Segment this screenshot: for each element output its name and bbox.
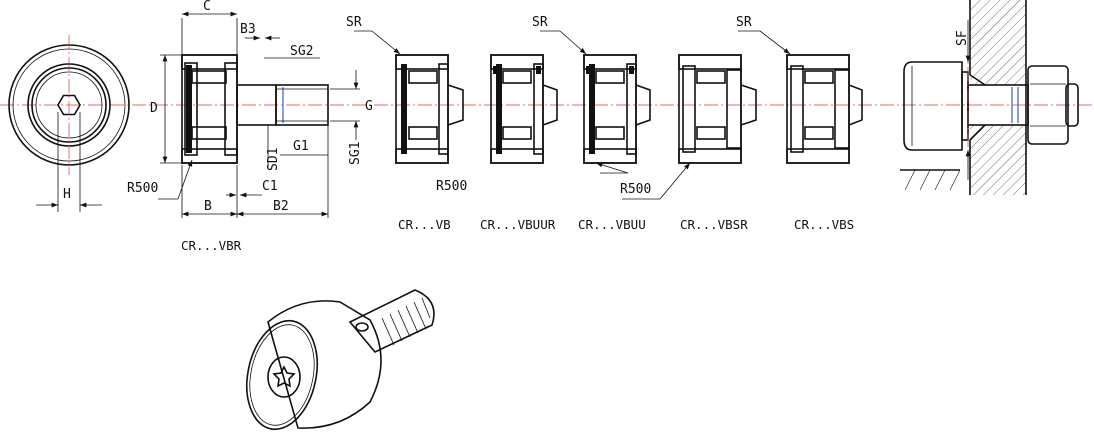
r500-label-c: R500 — [620, 182, 651, 197]
section-vbsr: R500 CR...VBSR — [620, 54, 757, 232]
r500-label-a: R500 — [127, 181, 158, 196]
dim-c1-label: C1 — [262, 179, 278, 194]
mounting-view: SF — [900, 0, 1079, 195]
dim-g1-label: G1 — [293, 139, 309, 154]
front-view: H — [8, 35, 130, 212]
caption-vbs: CR...VBS — [794, 217, 854, 232]
sr-label-b: SR — [532, 15, 548, 30]
section-vbuur: CR...VBUUR — [480, 54, 558, 232]
dim-h-label: H — [63, 187, 71, 202]
dim-sg1-label: SG1 — [348, 142, 363, 165]
dim-sg2-label: SG2 — [290, 44, 313, 59]
section-vbr: C B3 SG2 D G SD1 G1 SG1 C1 B B2 R500 CR.… — [127, 0, 373, 253]
caption-vbsr: CR...VBSR — [680, 217, 748, 232]
caption-vb: CR...VB — [398, 217, 451, 232]
dim-b3-label: B3 — [240, 22, 256, 37]
section-vbuu: SR R500 CR...VBUU — [436, 15, 651, 232]
r500-label-b: R500 — [436, 179, 467, 194]
dim-c-label: C — [203, 0, 211, 14]
dim-d-label: D — [150, 101, 158, 116]
dim-g-label: G — [365, 99, 373, 114]
section-vb: SR CR...VB — [346, 15, 464, 232]
dim-b-label: B — [204, 199, 212, 214]
hex-socket-icon — [57, 94, 81, 116]
caption-vbr: CR...VBR — [181, 238, 242, 253]
sr-label-a: SR — [346, 15, 362, 30]
section-vbs: SR CR...VBS — [736, 15, 863, 232]
torx-socket-icon — [267, 356, 301, 398]
sr-label-c: SR — [736, 15, 752, 30]
isometric-product-illustration — [246, 289, 435, 431]
caption-vbuu: CR...VBUU — [578, 217, 646, 232]
sf-label: SF — [955, 30, 970, 46]
dim-b2-label: B2 — [273, 199, 289, 214]
caption-vbuur: CR...VBUUR — [480, 217, 556, 232]
dim-sd1-label: SD1 — [266, 148, 281, 171]
